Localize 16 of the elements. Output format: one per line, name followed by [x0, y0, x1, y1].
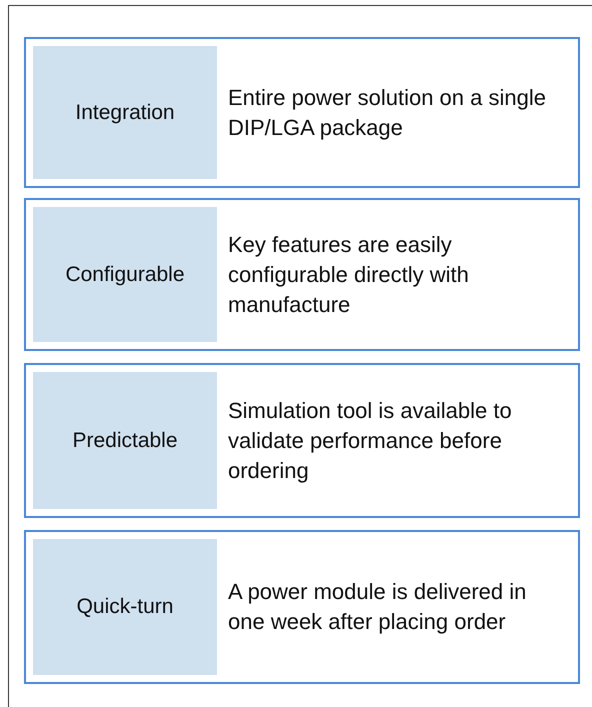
feature-card	[24, 198, 580, 351]
feature-label-box	[33, 207, 217, 342]
feature-card	[24, 37, 580, 188]
feature-title: Configurable	[65, 262, 185, 286]
feature-description: Simulation tool is available to validate performance before ordering	[228, 396, 513, 485]
feature-title: Quick-turn	[76, 595, 174, 619]
feature-label-box	[33, 46, 217, 179]
feature-description: Key features are easily configurable directly with manufacture	[228, 230, 470, 318]
feature-title: Predictable	[72, 428, 178, 452]
feature-title: Integration	[75, 100, 175, 124]
feature-label-box	[33, 539, 217, 675]
feature-card	[24, 363, 580, 518]
feature-card	[24, 530, 580, 684]
feature-description: A power module is delivered in one week after placing order	[228, 578, 528, 636]
feature-label-box	[33, 372, 217, 509]
feature-description: Entire power solution on a single DIP/LGA package	[228, 84, 547, 142]
